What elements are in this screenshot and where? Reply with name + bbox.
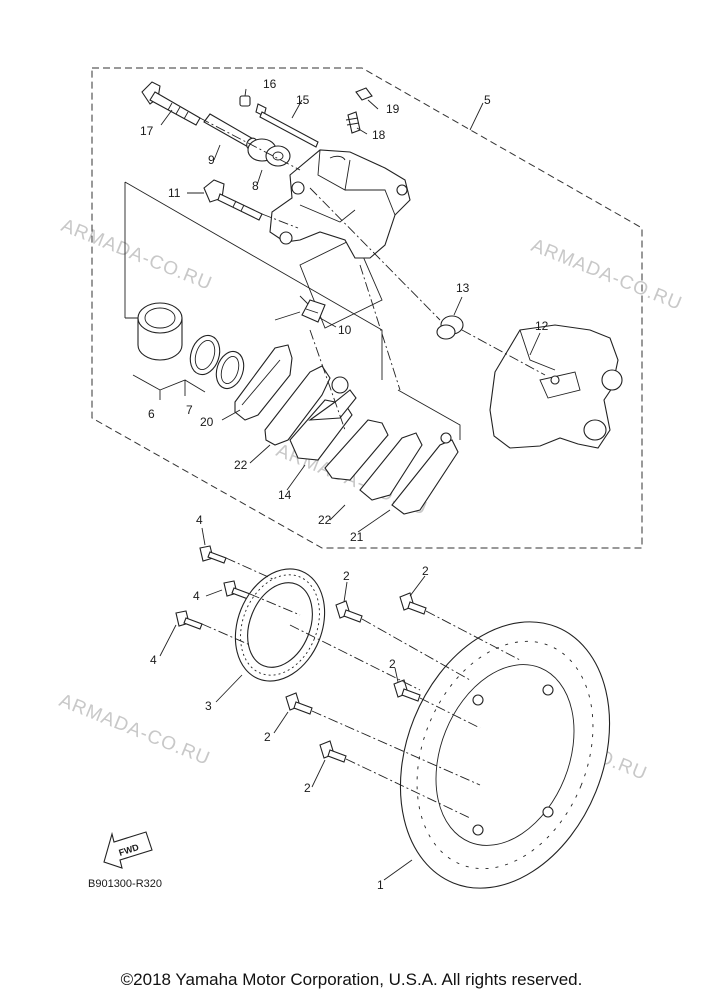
bolt-2d-icon: [285, 692, 313, 715]
callout-22a: 22: [234, 458, 248, 472]
callout-8: 8: [252, 179, 259, 193]
assembly-lines: [199, 117, 546, 819]
bracket-12-icon: [489, 324, 623, 449]
callout-2c: 2: [389, 657, 396, 671]
clip-10-icon: [299, 295, 326, 323]
leader-6-7: [132, 374, 206, 400]
callout-18: 18: [372, 128, 386, 142]
bolt-2e-icon: [319, 740, 347, 763]
watermark-4: ARMADA-CO.RU: [56, 690, 213, 770]
callout-10: 10: [338, 323, 352, 337]
callout-22b: 22: [318, 513, 332, 527]
bolt-2c-icon: [393, 679, 421, 702]
bolt-17-icon: [141, 81, 201, 126]
callout-4c: 4: [150, 653, 157, 667]
cap-19-icon: [355, 87, 373, 101]
callout-21: 21: [350, 530, 364, 544]
callout-2d: 2: [264, 730, 271, 744]
brake-disc-1-icon: [399, 621, 611, 889]
callout-19: 19: [386, 102, 400, 116]
callout-11: 11: [168, 186, 181, 200]
shim-20-icon: [234, 344, 293, 421]
callout-2b: 2: [422, 564, 429, 578]
pad-14a-icon: [289, 389, 357, 461]
bolt-4b-icon: [223, 580, 251, 600]
pad-14b-icon: [324, 376, 389, 481]
boot-8-icon: [247, 138, 291, 167]
callout-1: 1: [377, 878, 384, 892]
callout-20: 20: [200, 415, 214, 429]
callout-16: 16: [263, 77, 277, 91]
callout-2a: 2: [343, 569, 350, 583]
callout-15: 15: [296, 93, 310, 107]
shim-21-icon: [391, 432, 459, 515]
copyright-notice: ©2018 Yamaha Motor Corporation, U.S.A. A…: [120, 970, 583, 989]
callout-12: 12: [535, 319, 549, 333]
shim-22b-icon: [359, 432, 423, 501]
watermark-2: ARMADA-CO.RU: [528, 235, 685, 315]
cap-16-icon: [239, 95, 251, 107]
fwd-arrow-icon: FWD: [103, 831, 153, 869]
caliper-assembly-boundary: [91, 67, 643, 549]
bolt-11-icon: [203, 179, 263, 221]
callout-5: 5: [484, 93, 491, 107]
caliper-body: [269, 149, 411, 259]
callout-4b: 4: [193, 589, 200, 603]
callout-7: 7: [186, 403, 193, 417]
callout-17: 17: [140, 124, 154, 138]
pad-tray-outline: [274, 311, 461, 440]
seal-7a-icon: [189, 334, 221, 376]
damper-13-icon: [436, 315, 464, 340]
callout-4a: 4: [196, 513, 203, 527]
bolt-2b-icon: [399, 592, 427, 615]
callout-3: 3: [205, 699, 212, 713]
callout-2e: 2: [304, 781, 311, 795]
callout-14: 14: [278, 488, 292, 502]
callout-6: 6: [148, 407, 155, 421]
bolt-2a-icon: [335, 600, 363, 623]
seal-7b-icon: [215, 350, 245, 390]
pin-15-icon: [255, 103, 319, 148]
shim-22a-icon: [264, 365, 331, 446]
watermark-1: ARMADA-CO.RU: [58, 215, 215, 295]
callouts: 17 16 15 19 5 18 9 8 11 13 10 12 6 7 20 …: [140, 77, 549, 892]
bolt-4c-icon: [175, 610, 203, 630]
bolt-4a-icon: [199, 545, 227, 564]
piston-6-icon: [137, 302, 183, 361]
callout-9: 9: [208, 153, 215, 167]
drawing-code: B901300-R320: [88, 878, 162, 890]
bleeder-18-icon: [345, 111, 361, 134]
callout-13: 13: [456, 281, 470, 295]
sensor-ring-3-icon: [234, 568, 326, 682]
leader-lines: [159, 88, 541, 881]
